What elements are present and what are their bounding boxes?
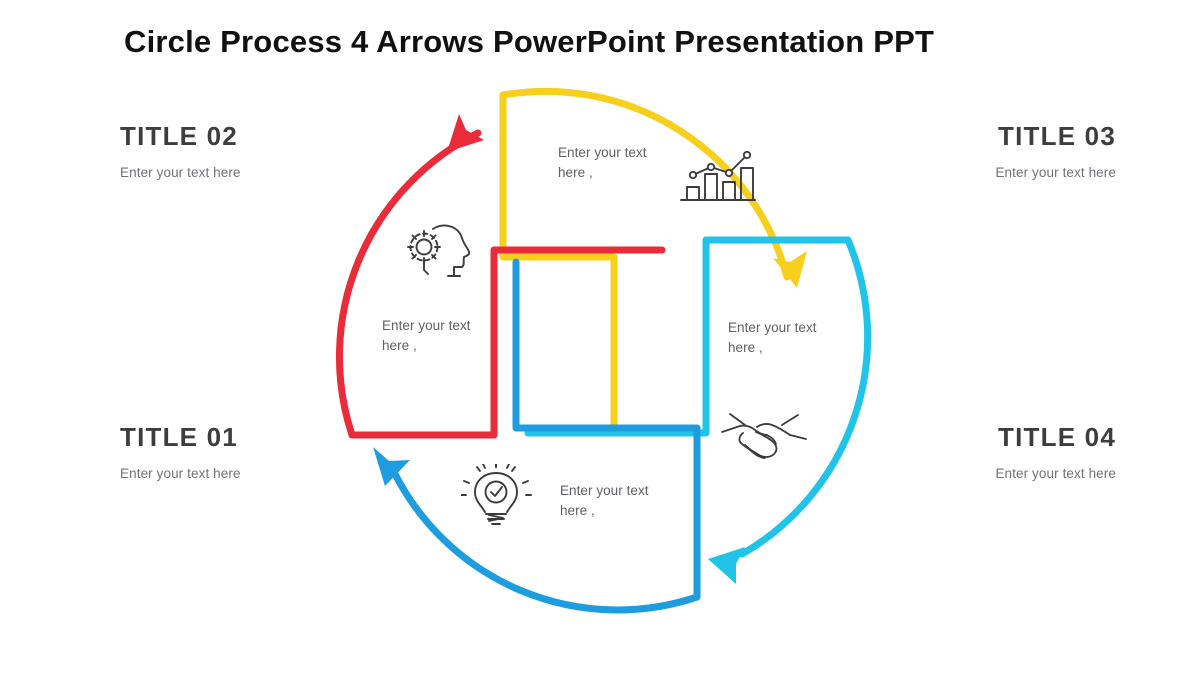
quadrant-text-bottom: Enter your text here , [560, 483, 649, 518]
side-subtitle-03: Enter your text here [995, 164, 1116, 180]
quadrant-bottom-blue [373, 258, 701, 614]
page-title: Circle Process 4 Arrows PowerPoint Prese… [124, 24, 935, 59]
label-block-title-04: TITLE 04 Enter your text here [995, 423, 1116, 481]
quadrant-left-red [335, 114, 666, 439]
label-block-title-02: TITLE 02 Enter your text here [120, 122, 241, 180]
quadrant-text-left: Enter your text here , [382, 318, 471, 353]
arrowhead-red [447, 114, 484, 152]
arrowhead-yellow [773, 251, 807, 288]
handshake-icon [718, 406, 810, 468]
arrowhead-blue [373, 447, 410, 486]
side-subtitle-02: Enter your text here [120, 164, 241, 180]
side-title-01: TITLE 01 [120, 422, 238, 452]
quadrant-right-cyan [524, 236, 872, 584]
label-block-title-03: TITLE 03 Enter your text here [995, 122, 1116, 180]
side-title-04: TITLE 04 [998, 422, 1116, 452]
side-title-03: TITLE 03 [998, 121, 1116, 151]
quadrant-text-right: Enter your text here , [728, 320, 817, 355]
bar-chart-trend-icon [677, 145, 759, 207]
quadrant-top-yellow [499, 87, 807, 431]
side-subtitle-01: Enter your text here [120, 465, 241, 481]
lightbulb-check-icon [461, 464, 535, 530]
arrowhead-cyan [708, 547, 745, 584]
circle-process-diagram: .stroke { fill:none; stroke-linecap:roun… [330, 70, 880, 620]
head-gear-icon [402, 220, 476, 282]
side-subtitle-04: Enter your text here [995, 465, 1116, 481]
side-title-02: TITLE 02 [120, 121, 238, 151]
label-block-title-01: TITLE 01 Enter your text here [120, 423, 241, 481]
quadrant-text-top: Enter your text here , [558, 145, 647, 180]
